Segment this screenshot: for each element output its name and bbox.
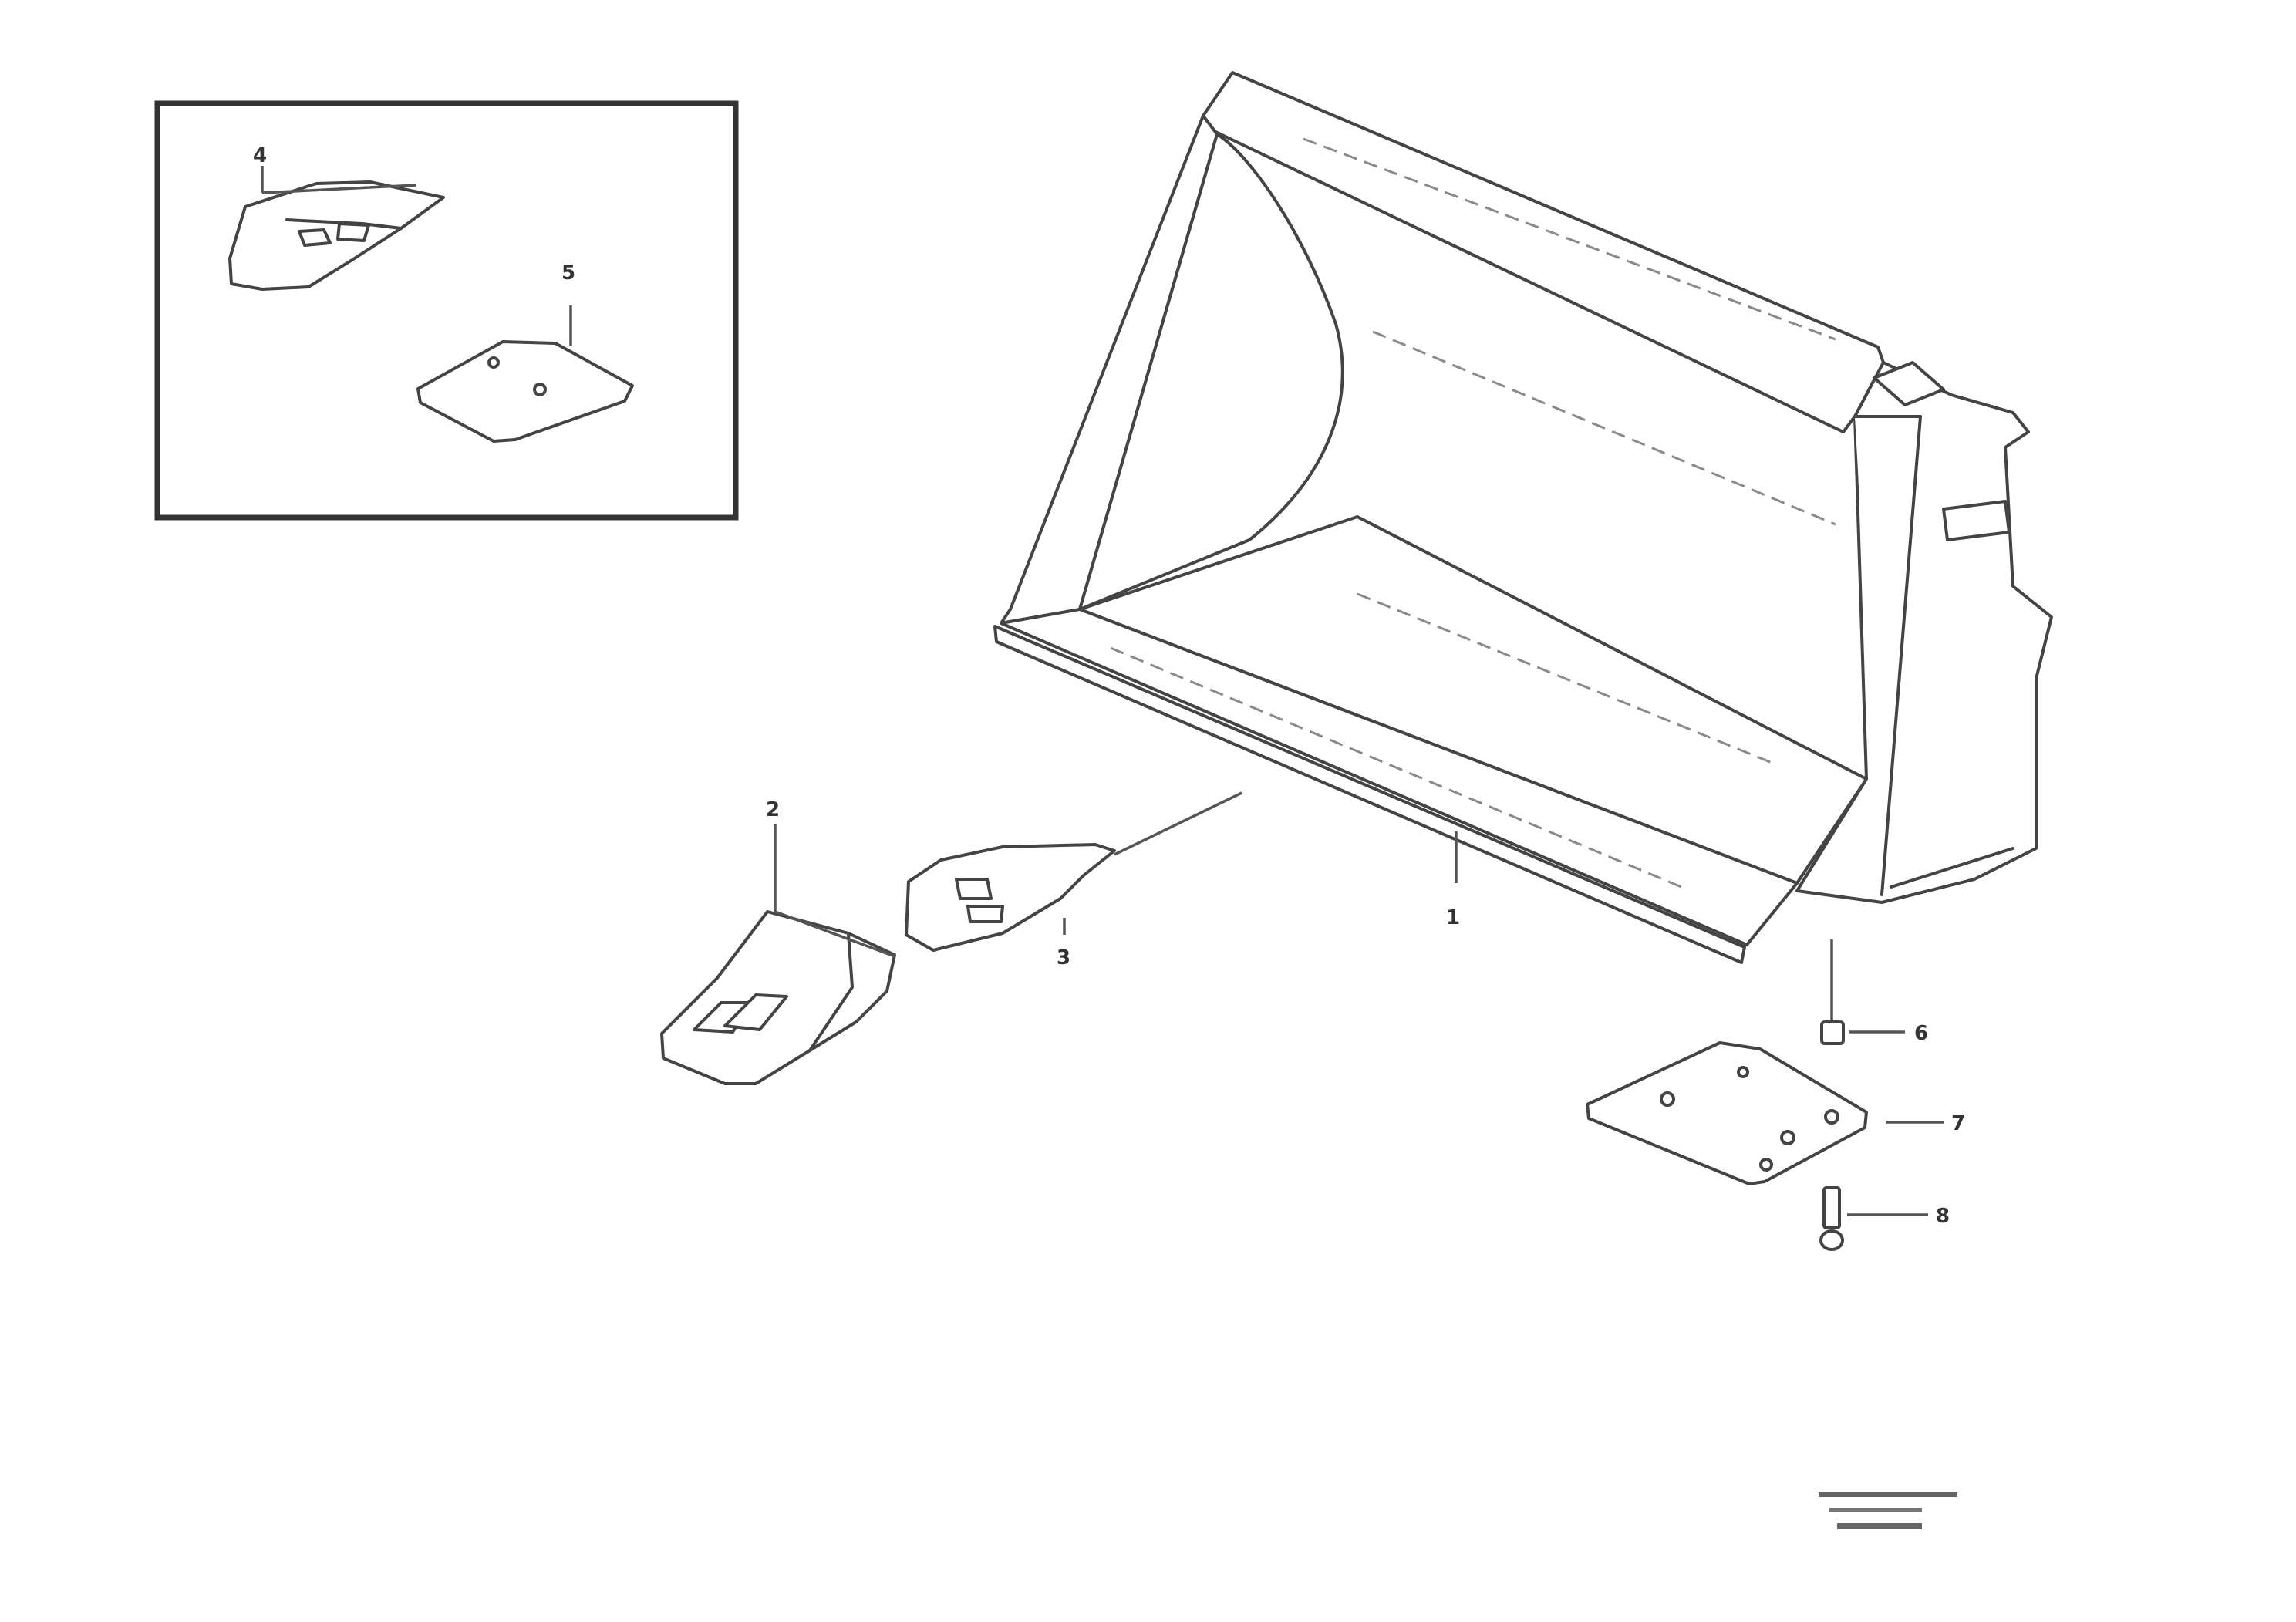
bolt-callout: 8 <box>1936 1205 1950 1228</box>
nut-callout: 6 <box>1914 1022 1928 1045</box>
tooth-part <box>660 824 896 1085</box>
drawing-stamp <box>1819 1492 1957 1529</box>
inset-plate-callout: 5 <box>561 261 575 285</box>
tooth-callout: 2 <box>766 798 780 821</box>
wear-plate-callout: 7 <box>1951 1112 1965 1135</box>
adapter-callout: 3 <box>1057 946 1070 969</box>
bucket-part <box>993 71 2053 964</box>
bolt-part <box>1819 1186 1928 1251</box>
bucket-callout: 1 <box>1446 906 1460 929</box>
nut-part <box>1820 939 1905 1045</box>
inset-adapter-callout: 4 <box>253 144 267 167</box>
inset-adapter-part <box>228 166 445 291</box>
wear-plate-part <box>1586 1041 1944 1185</box>
inset-detail-box: 4 5 <box>154 100 739 521</box>
adapter-part <box>905 791 1242 952</box>
inset-plate-part <box>416 305 634 443</box>
